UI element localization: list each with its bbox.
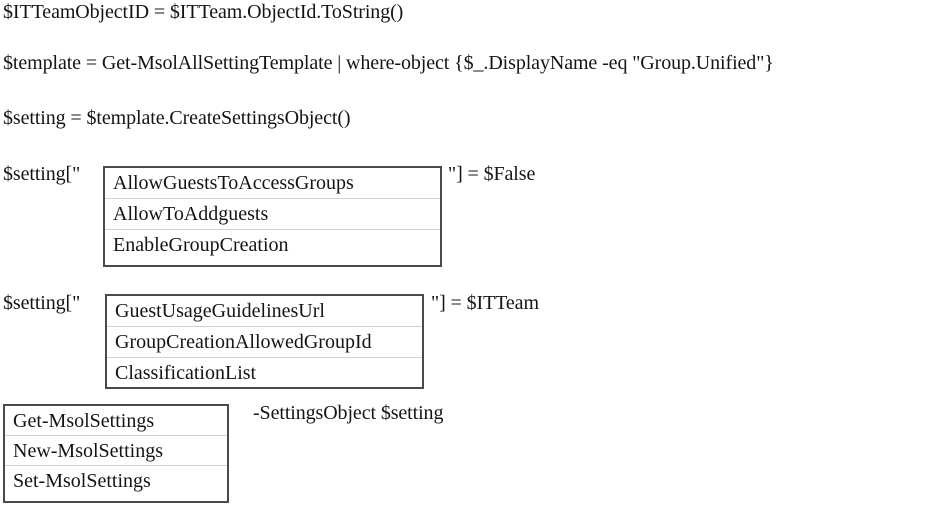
dropdown-option[interactable]: GroupCreationAllowedGroupId xyxy=(107,327,422,358)
dropdown-options-cmdlet[interactable]: Get-MsolSettings New-MsolSettings Set-Ms… xyxy=(3,404,229,503)
dropdown-options-setting-key-2[interactable]: GuestUsageGuidelinesUrl GroupCreationAll… xyxy=(105,294,424,389)
dropdown-option[interactable]: AllowToAddguests xyxy=(105,199,440,230)
dropdown-options-setting-key-1[interactable]: AllowGuestsToAccessGroups AllowToAddgues… xyxy=(103,166,442,267)
setting-assignment-2-suffix: "] = $ITTeam xyxy=(431,292,539,314)
dropdown-option[interactable]: New-MsolSettings xyxy=(5,436,227,466)
dropdown-option[interactable]: AllowGuestsToAccessGroups xyxy=(105,168,440,199)
dropdown-option[interactable]: GuestUsageGuidelinesUrl xyxy=(107,296,422,327)
code-line-3: $setting = $template.CreateSettingsObjec… xyxy=(3,107,351,129)
setting-assignment-2-prefix: $setting[" xyxy=(3,292,81,314)
code-line-2: $template = Get-MsolAllSettingTemplate |… xyxy=(3,52,774,74)
dropdown-option[interactable]: Set-MsolSettings xyxy=(5,466,227,496)
setting-assignment-1-prefix: $setting[" xyxy=(3,163,81,185)
code-line-1: $ITTeamObjectID = $ITTeam.ObjectId.ToStr… xyxy=(3,1,404,23)
setting-assignment-1-suffix: "] = $False xyxy=(448,163,536,185)
dropdown-option[interactable]: Get-MsolSettings xyxy=(5,406,227,436)
dropdown-option[interactable]: ClassificationList xyxy=(107,358,422,387)
dropdown-option[interactable]: EnableGroupCreation xyxy=(105,230,440,261)
cmdlet-parameter-suffix: -SettingsObject $setting xyxy=(253,402,444,424)
